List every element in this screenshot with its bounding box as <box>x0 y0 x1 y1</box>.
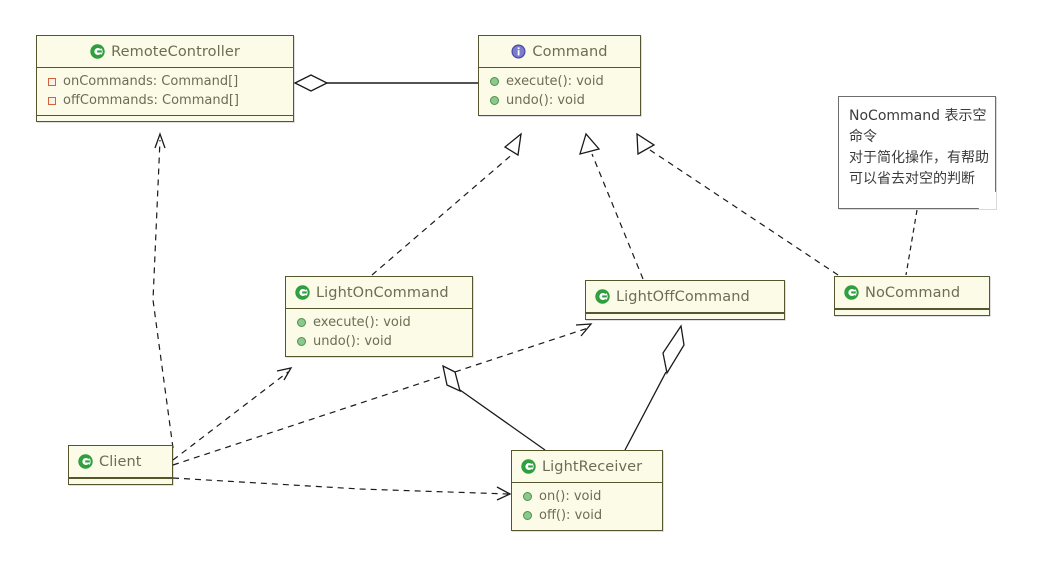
class-icon <box>521 459 536 474</box>
class-box-client[interactable]: Client <box>68 445 173 485</box>
field-row[interactable]: onCommands: Command[] <box>37 72 293 91</box>
hollow-triangle-marker <box>579 132 601 155</box>
field-row[interactable]: offCommands: Command[] <box>37 91 293 110</box>
class-name-no-command: NoCommand <box>865 284 961 301</box>
class-box-command[interactable]: Command execute(): void undo(): void <box>478 35 641 116</box>
field-label: offCommands: Command[] <box>63 93 239 108</box>
edge-client-depends-lightoncommand <box>172 367 293 461</box>
note-line: NoCommand 表示空 <box>849 108 987 124</box>
open-diamond-marker <box>293 74 329 92</box>
class-header-no-command: NoCommand <box>835 277 989 309</box>
class-header-light-on-command: LightOnCommand <box>286 277 472 309</box>
class-icon <box>844 285 859 300</box>
hollow-triangle-marker <box>636 132 656 156</box>
field-icon <box>48 96 56 105</box>
class-icon <box>295 285 310 300</box>
edge-remote-aggregates-command <box>293 74 478 92</box>
class-header-light-receiver: LightReceiver <box>512 451 662 483</box>
method-icon <box>523 511 532 520</box>
operations-compartment-remote-controller <box>37 115 293 121</box>
method-icon <box>490 96 499 105</box>
method-label: on(): void <box>539 489 602 504</box>
note-line: 命令 <box>849 129 877 145</box>
class-header-light-off-command: LightOffCommand <box>586 281 784 313</box>
open-diamond-marker <box>442 364 461 393</box>
method-row[interactable]: on(): void <box>512 487 662 506</box>
method-row[interactable]: undo(): void <box>286 332 472 351</box>
class-box-light-on-command[interactable]: LightOnCommand execute(): void undo(): v… <box>285 276 473 357</box>
method-row[interactable]: off(): void <box>512 506 662 525</box>
method-icon <box>523 492 532 501</box>
edge-lightoffcommand-realizes-command <box>579 132 644 280</box>
operations-compartment-light-off-command <box>586 313 784 319</box>
class-icon <box>90 44 105 59</box>
class-box-light-off-command[interactable]: LightOffCommand <box>585 280 785 320</box>
class-icon <box>78 454 93 469</box>
attributes-compartment-remote-controller: onCommands: Command[] offCommands: Comma… <box>37 68 293 115</box>
method-label: undo(): void <box>313 334 392 349</box>
open-arrow-marker <box>276 367 293 381</box>
class-box-light-receiver[interactable]: LightReceiver on(): void off(): void <box>511 450 663 531</box>
operations-compartment-client <box>69 478 172 484</box>
field-label: onCommands: Command[] <box>63 74 239 89</box>
method-row[interactable]: execute(): void <box>286 313 472 332</box>
method-icon <box>490 77 499 86</box>
class-header-client: Client <box>69 446 172 478</box>
method-label: execute(): void <box>506 74 604 89</box>
edge-client-depends-lightreceiver <box>172 477 512 501</box>
class-name-command: Command <box>532 43 608 60</box>
class-name-light-on-command: LightOnCommand <box>316 284 449 301</box>
field-icon <box>48 77 56 86</box>
note-no-command[interactable]: NoCommand 表示空 命令 对于简化操作，有帮助 可以省去对空的判断 <box>838 96 996 209</box>
edge-lightoffcommand-aggregates-receiver <box>624 324 685 451</box>
open-arrow-marker <box>154 132 166 149</box>
operations-compartment-light-receiver: on(): void off(): void <box>512 483 662 530</box>
hollow-triangle-marker <box>503 132 522 157</box>
class-header-command: Command <box>479 36 640 68</box>
class-name-light-receiver: LightReceiver <box>542 458 643 475</box>
class-box-no-command[interactable]: NoCommand <box>834 276 990 316</box>
method-label: undo(): void <box>506 93 585 108</box>
operations-compartment-no-command <box>835 309 989 315</box>
class-box-remote-controller[interactable]: RemoteController onCommands: Command[] o… <box>36 35 294 122</box>
operations-compartment-light-on-command: execute(): void undo(): void <box>286 309 472 356</box>
note-fold-corner <box>978 191 996 209</box>
open-arrow-marker <box>496 486 512 501</box>
class-icon <box>595 289 610 304</box>
method-icon <box>297 318 306 327</box>
edge-lightoncommand-aggregates-receiver <box>442 364 546 451</box>
method-label: off(): void <box>539 508 603 523</box>
note-line: 可以省去对空的判断 <box>849 171 975 187</box>
method-icon <box>297 337 306 346</box>
method-row[interactable]: undo(): void <box>479 91 640 110</box>
interface-icon <box>511 44 526 59</box>
operations-compartment-command: execute(): void undo(): void <box>479 68 640 115</box>
method-row[interactable]: execute(): void <box>479 72 640 91</box>
open-arrow-marker <box>575 323 593 337</box>
edge-note-anchor-nocommand <box>905 209 918 276</box>
class-header-remote-controller: RemoteController <box>37 36 293 68</box>
method-label: execute(): void <box>313 315 411 330</box>
open-diamond-marker <box>662 324 685 375</box>
edge-lightoncommand-realizes-command <box>371 132 522 276</box>
class-name-remote-controller: RemoteController <box>111 43 240 60</box>
edge-client-depends-remote <box>152 132 174 449</box>
class-name-light-off-command: LightOffCommand <box>616 288 750 305</box>
class-name-client: Client <box>99 453 142 470</box>
note-line: 对于简化操作，有帮助 <box>849 150 989 166</box>
edge-nocommand-realizes-command <box>636 132 839 276</box>
